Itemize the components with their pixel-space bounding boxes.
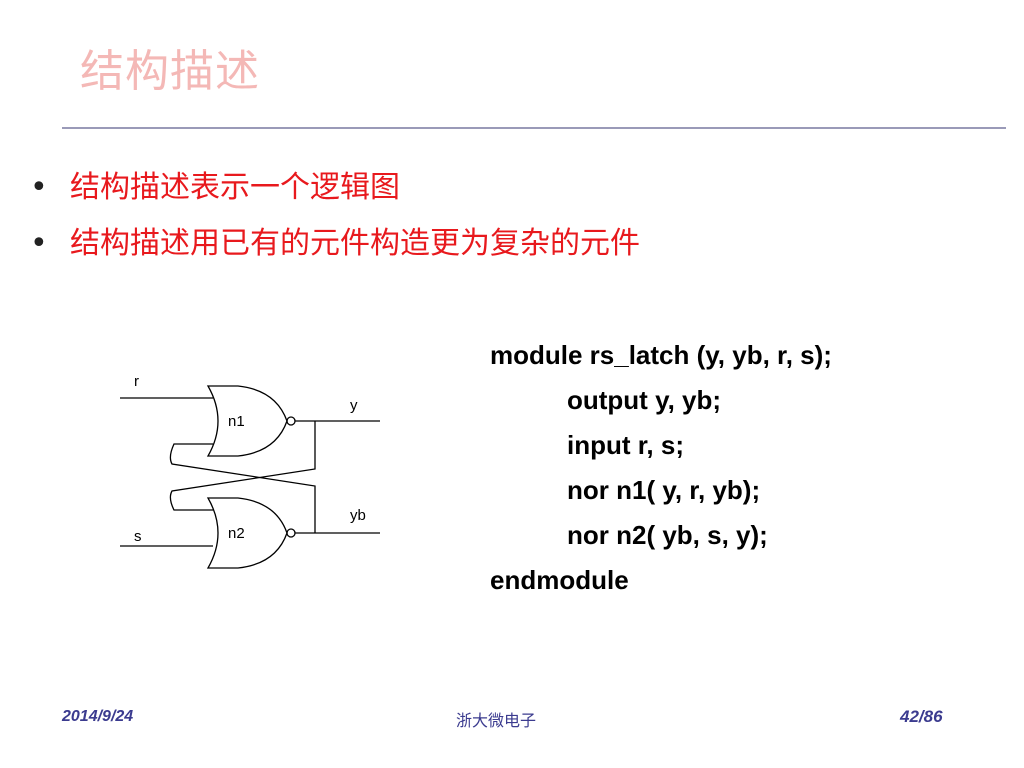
title-divider	[62, 127, 1006, 129]
verilog-code-block: module rs_latch (y, yb, r, s); output y,…	[490, 333, 832, 603]
bullet-text: 结构描述用已有的元件构造更为复杂的元件	[70, 226, 640, 261]
label-s: s	[134, 528, 142, 545]
bullet-item: • 结构描述用已有的元件构造更为复杂的元件	[30, 216, 640, 272]
nor-gate-n1	[206, 385, 288, 457]
inverter-bubble-n2	[286, 528, 296, 538]
code-line: module rs_latch (y, yb, r, s);	[490, 340, 832, 370]
code-line: input r, s;	[567, 430, 684, 460]
code-line: output y, yb;	[567, 385, 722, 415]
label-r: r	[134, 373, 139, 390]
wire-feedback-yb	[169, 443, 316, 533]
code-line: endmodule	[490, 565, 629, 595]
bullet-item: • 结构描述表示一个逻辑图	[30, 160, 640, 216]
footer-organization: 浙大微电子	[456, 711, 537, 730]
bullet-dot: •	[30, 170, 48, 205]
code-line: nor n2( yb, s, y);	[567, 520, 768, 550]
label-n1: n1	[228, 413, 245, 430]
label-n2: n2	[228, 525, 245, 542]
wire-feedback-y	[169, 421, 316, 511]
rs-latch-diagram: r s y yb n1 n2	[120, 373, 380, 569]
nor-gate-n2	[206, 497, 288, 569]
footer-date: 2014/9/24	[62, 708, 134, 725]
label-y: y	[350, 397, 358, 414]
bullet-dot: •	[30, 226, 48, 261]
bullet-list: • 结构描述表示一个逻辑图 • 结构描述用已有的元件构造更为复杂的元件	[30, 160, 640, 272]
inverter-bubble-n1	[286, 416, 296, 426]
code-line: nor n1( y, r, yb);	[567, 475, 761, 505]
slide-title: 结构描述	[80, 46, 260, 97]
footer-page-number: 42/86	[900, 707, 943, 726]
bullet-text: 结构描述表示一个逻辑图	[70, 170, 400, 205]
label-yb: yb	[350, 507, 366, 524]
